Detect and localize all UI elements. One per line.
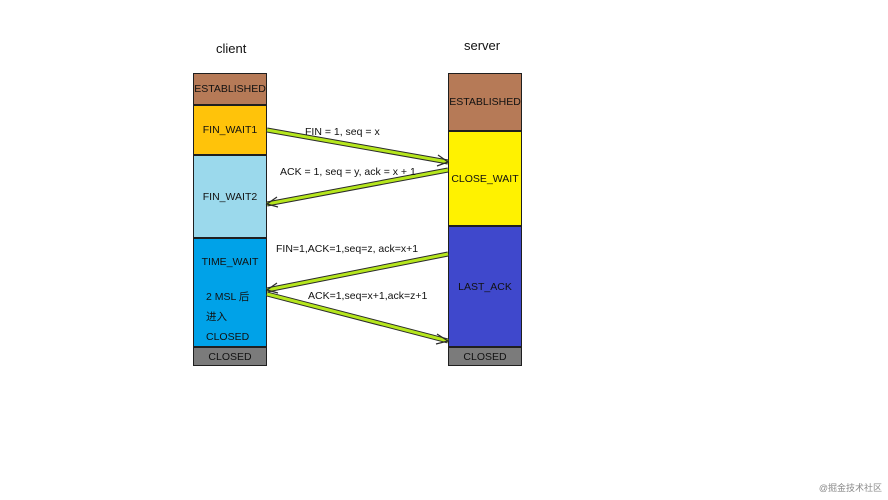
client-state-established-label: ESTABLISHED xyxy=(194,83,266,95)
server-state-closed-label: CLOSED xyxy=(463,350,507,363)
server-state-close-wait: CLOSE_WAIT xyxy=(448,131,522,226)
time-wait-note: 2 MSL 后 进入 CLOSED xyxy=(206,287,249,347)
server-title: server xyxy=(464,38,501,53)
server-state-last-ack-label: LAST_ACK xyxy=(458,280,512,293)
time-wait-note-line2: 进入 xyxy=(206,311,227,323)
client-state-fin-wait2-label: FIN_WAIT2 xyxy=(202,190,258,203)
client-state-closed: CLOSED xyxy=(193,347,267,366)
server-state-closed: CLOSED xyxy=(448,347,522,366)
client-state-time-wait-label: TIME_WAIT xyxy=(201,256,259,268)
message-fin-ack-label: FIN=1,ACK=1,seq=z, ack=x+1 xyxy=(276,243,419,255)
server-state-close-wait-label: CLOSE_WAIT xyxy=(451,172,519,185)
server-state-established: ESTABLISHED xyxy=(448,73,522,131)
client-title: client xyxy=(216,41,247,56)
client-state-fin-wait1-label: FIN_WAIT1 xyxy=(202,124,258,136)
message-fin-label: FIN = 1, seq = x xyxy=(305,126,380,138)
client-state-fin-wait2: FIN_WAIT2 xyxy=(193,155,267,238)
message-final-ack-label: ACK=1,seq=x+1,ack=z+1 xyxy=(308,290,428,302)
server-state-last-ack: LAST_ACK xyxy=(448,226,522,347)
client-state-established: ESTABLISHED xyxy=(193,73,267,105)
time-wait-note-line1: 2 MSL 后 xyxy=(206,291,250,303)
arrow-fin-ack xyxy=(265,251,449,294)
time-wait-note-line3: CLOSED xyxy=(206,331,250,343)
client-state-time-wait: TIME_WAIT 2 MSL 后 进入 CLOSED xyxy=(193,238,267,347)
watermark: @掘金技术社区 xyxy=(818,483,882,493)
message-ack-label: ACK = 1, seq = y, ack = x + 1 xyxy=(280,166,416,178)
client-state-closed-label: CLOSED xyxy=(208,350,252,363)
server-state-established-label: ESTABLISHED xyxy=(449,96,521,108)
client-state-fin-wait1: FIN_WAIT1 xyxy=(193,105,267,155)
